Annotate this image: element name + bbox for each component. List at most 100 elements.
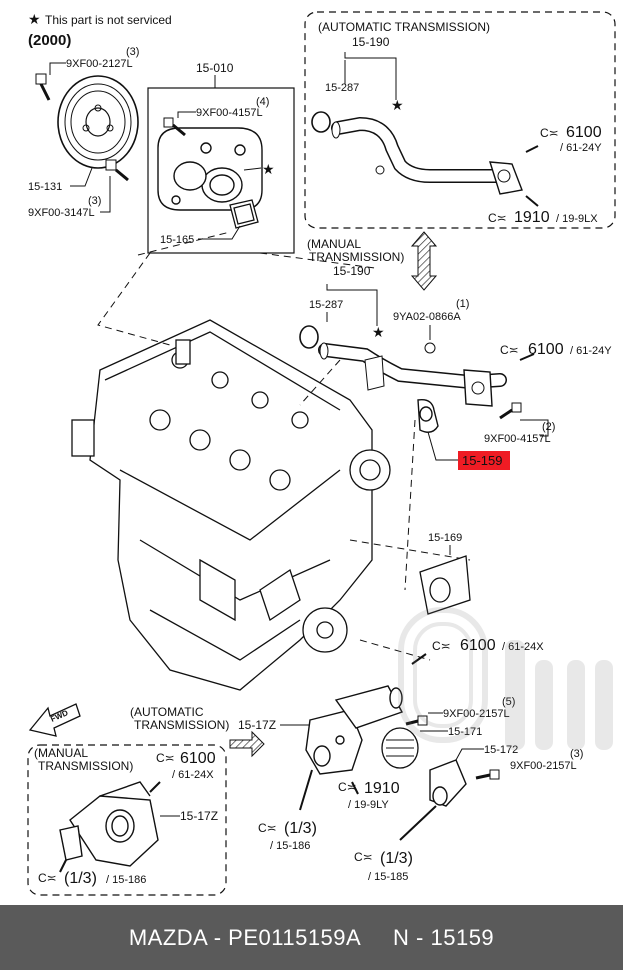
not-serviced-note: This part is not serviced [45,13,172,27]
label-bolt5-qty: (5) [502,696,515,708]
ref3-code: 6100 [460,637,496,654]
at-water-pipe-part[interactable] [331,116,523,195]
engine-block [71,319,391,691]
label-pulley-bolt2: 9XF00-3147L [28,207,95,219]
ref5-sub: / 15-186 [270,840,310,852]
ref3-icon: C≍ [432,639,451,653]
gasket-15-169-part[interactable] [419,555,471,615]
ref5-code: (1/3) [284,820,317,837]
label-housing-172: 15-172 [484,744,518,756]
housing-17z-part[interactable] [305,685,404,775]
gasket-15-159-part[interactable] [417,399,439,433]
label-bolt5: 9XF00-2157L [443,708,510,720]
auto-bottom-title-1: (AUTOMATIC [130,705,204,719]
model-year: (2000) [28,32,71,49]
mt-ref-code: 6100 [528,341,564,358]
ref6-code: (1/3) [380,850,413,867]
at-oring-part[interactable] [311,111,331,133]
at-ref1-sub: / 61-24Y [560,142,602,154]
label-pulley-bolt2-qty: (3) [88,195,101,207]
pulley-bolt-bottom[interactable] [105,159,129,182]
mb-ref2-icon: C≍ [38,871,57,885]
highlight-box[interactable] [458,451,510,470]
bolt5-part[interactable] [405,715,428,726]
manual-bottom-title-1: (MANUAL [34,746,88,760]
either-or-arrow [410,231,438,291]
mt-pipe-star: ★ [372,324,385,340]
label-mt-bolt2: 9XF00-4157L [484,433,551,445]
at-pipe-star: ★ [391,97,404,113]
watermark-logo [398,607,613,750]
at-ref2-sub: / 19-9LX [556,213,598,225]
mb-ref-sub: / 61-24X [172,769,214,781]
label-bolt3: 9XF00-2157L [510,760,577,772]
label-mt-bolt2-qty: (2) [542,421,555,433]
label-mt-bolt-qty: (1) [456,298,469,310]
parts-diagram: ★ This part is not serviced (2000) (3) 9… [27,11,616,896]
ref4-sub: / 19-9LY [348,799,389,811]
label-pulley: 15-131 [28,181,62,193]
ref3-sub: / 61-24X [502,641,544,653]
label-mb-housing: 15-17Z [180,809,218,823]
thermostat-part[interactable] [381,727,419,769]
mb-housing-part[interactable] [59,781,159,867]
ref6-sub: / 15-185 [368,871,408,883]
mb-ref2-code: (1/3) [64,870,97,887]
label-mt-bolt: 9YA02-0866A [393,311,461,323]
mb-ref-icon: C≍ [156,751,175,765]
ref5-icon: C≍ [258,821,277,835]
footer-part-text: MAZDA - PE0115159A N - 15159 [128,924,495,950]
label-mt-pipe: 15-190 [333,264,371,278]
at-ref1-code: 6100 [566,124,602,141]
label-pump-bolt-qty: (4) [256,96,269,108]
footer-bar: MAZDA - PE0115159A N - 15159 [0,905,623,970]
label-pump-assy: 15-010 [196,61,234,75]
housing-172-part[interactable] [429,759,467,807]
pump-gasket-part[interactable] [229,199,259,229]
water-pump-part[interactable] [157,127,263,211]
label-bolt3-qty: (3) [570,748,583,760]
label-gasket2: 15-169 [428,532,462,544]
pulley-bolt-top[interactable] [35,73,51,101]
mt-water-pipe-part[interactable] [318,342,507,407]
hatched-arrow-small [229,730,265,758]
mt-bolt2-part[interactable] [499,402,522,420]
label-pulley-bolt: 9XF00-2127L [66,58,133,70]
mt-ref-sub: / 61-24Y [570,345,612,357]
label-at-pipe: 15-190 [352,35,390,49]
ref4-icon: C≍ [338,780,357,794]
label-mt-oring: 15-287 [309,299,343,311]
mt-bolt-part[interactable] [424,342,436,354]
label-pulley-bolt-qty: (3) [126,46,139,58]
at-ref2-icon: C≍ [488,211,507,225]
fwd-arrow-icon: FWD [28,703,81,737]
not-serviced-star: ★ [28,11,41,27]
label-highlight-gasket: 15-159 [462,453,502,468]
pulley-part[interactable] [57,75,139,169]
ref6-icon: C≍ [354,850,373,864]
mb-ref-code: 6100 [180,750,216,767]
manual-bottom-title-2: TRANSMISSION) [38,759,133,773]
manual-transmission-box [27,744,227,896]
mb-ref2-sub: / 15-186 [106,874,146,886]
bolt3-part[interactable] [475,769,500,780]
at-ref2-code: 1910 [514,209,550,226]
label-housing-17z: 15-17Z [238,718,276,732]
label-pump-gasket: 15-165 [160,234,194,246]
ref4-code: 1910 [364,780,400,797]
label-at-oring: 15-287 [325,82,359,94]
auto-top-title: (AUTOMATIC TRANSMISSION) [318,20,490,34]
at-ref1-icon: C≍ [540,126,559,140]
auto-bottom-title-2: TRANSMISSION) [134,718,229,732]
mt-ref-icon: C≍ [500,343,519,357]
pump-bolt[interactable] [163,117,186,137]
manual-top-title-2: TRANSMISSION) [309,250,404,264]
label-pump-bolt: 9XF00-4157L [196,107,263,119]
assembly-guide-lines [97,231,471,661]
label-housing-171: 15-171 [448,726,482,738]
mt-oring-part[interactable] [299,325,319,349]
pump-star: ★ [262,161,275,177]
auto-transmission-box [304,11,616,229]
pump-assembly-box [147,87,295,254]
manual-top-title-1: (MANUAL [307,237,361,251]
